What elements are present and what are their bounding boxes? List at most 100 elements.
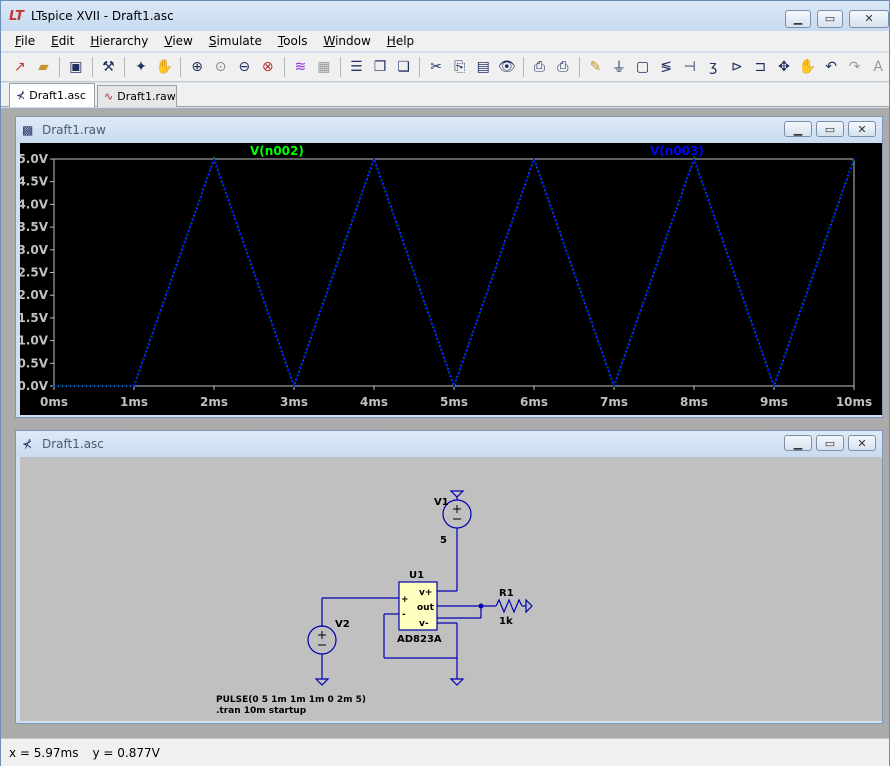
pan-icon[interactable]: ⊙ [214,59,227,75]
schematic-svg[interactable]: V1 5 V2 U1 AD823A v+ out v- + - R1 1k PU… [20,457,882,721]
minimize-button[interactable]: ▁ [785,10,811,28]
maximize-button[interactable]: ▭ [816,435,844,451]
x-tick-label: 4ms [360,395,388,409]
tran-directive[interactable]: .tran 10m startup [216,706,307,716]
source-polarity [318,505,461,646]
toolbar-separator [419,57,421,77]
maximize-button[interactable]: ▭ [817,10,843,28]
paste-icon[interactable]: ▤ [476,59,490,75]
run-icon[interactable]: ✦ [135,59,147,75]
minimize-button[interactable]: ▁ [784,121,812,137]
ground-symbol-v2[interactable] [314,678,330,686]
ltspice-logo-icon: LT [9,9,24,24]
cursor-y-readout: y = 0.877V [92,745,160,760]
tile-vertical-icon[interactable]: ❏ [397,59,410,75]
menu-simulate[interactable]: Simulate [201,34,270,48]
ground-icon[interactable]: ⏚ [612,60,627,76]
u1-part: AD823A [397,634,442,645]
menu-help[interactable]: Help [379,34,422,48]
resistor-icon[interactable]: ≶ [660,59,672,75]
window-title: LTspice XVII - Draft1.asc [31,9,174,23]
series-line-vn003[interactable] [54,157,855,388]
x-tick-label: 7ms [600,395,628,409]
menu-accelerator: F [15,34,22,48]
pulse-directive[interactable]: PULSE(0 5 1m 1m 1m 0 2m 5) [216,695,366,705]
move-icon[interactable]: ✥ [778,59,790,75]
ground-symbol-v1[interactable] [449,490,465,498]
data-point [293,385,295,387]
y-tick-label: 0.0V [20,379,49,393]
tab-draft1-asc[interactable]: ⊀ Draft1.asc [9,83,95,107]
draw-wire-icon[interactable]: ✎ [589,59,602,75]
menu-label-rest: ierarchy [99,34,149,48]
legend-vn002[interactable]: V(n002) [250,144,304,158]
waveform-plot-svg[interactable]: 0.0V0.5V1.0V1.5V2.0V2.5V3.0V3.5V4.0V4.5V… [17,143,882,415]
menu-tools[interactable]: Tools [270,34,316,48]
inductor-icon[interactable]: ʒ [709,59,718,75]
y-tick-label: 4.0V [20,197,49,211]
label-net-icon[interactable]: ▢ [635,59,650,75]
capacitor-icon[interactable]: ⊣ [683,59,696,75]
opamp-u1[interactable] [398,581,438,631]
zoom-out-icon[interactable]: ⊖ [238,59,251,75]
print-setup-icon[interactable]: ⎙ [533,59,545,75]
halt-icon[interactable]: ✋ [155,59,174,75]
drag-icon[interactable]: ✋ [798,59,817,75]
menu-hierarchy[interactable]: Hierarchy [82,34,156,48]
x-tick-label: 3ms [280,395,308,409]
toolbar: ↗ ▰ ▣ ⚒ ✦ ✋ ⊕ ⊙ ⊖ ⊗ ≋ ▦ ☰ ❐ ❏ ✂ ⎘ ▤ 👁 ⎙ … [1,52,889,82]
close-icon: ✕ [857,123,867,136]
print-icon[interactable]: ⎙ [557,59,569,75]
y-tick-label: 1.0V [20,334,49,348]
diode-icon[interactable]: ⊳ [730,59,743,75]
zoom-in-icon[interactable]: ⊕ [191,59,203,75]
maximize-button[interactable]: ▭ [816,121,844,137]
ground-symbol-r1[interactable] [525,598,533,614]
cascade-icon[interactable]: ❐ [373,59,387,75]
menu-window[interactable]: Window [315,34,378,48]
close-button[interactable]: ✕ [848,435,876,451]
legend-vn003[interactable]: V(n003) [650,144,704,158]
y-tick-label: 1.5V [20,311,49,325]
control-panel-icon[interactable]: ⚒ [102,59,115,75]
menu-accelerator: H [90,34,100,48]
toolbar-separator [339,57,341,77]
x-tick-label: 1ms [120,395,148,409]
schematic-icon: ⊀ [16,89,26,102]
toolbar-separator [578,57,580,77]
cut-icon[interactable]: ✂ [430,59,442,75]
tab-draft1-raw[interactable]: ∿ Draft1.raw [97,85,177,107]
component-icon[interactable]: ⊐ [754,59,767,75]
text-icon[interactable]: A [873,59,883,75]
menu-edit[interactable]: Edit [43,34,82,48]
voltage-source-v2[interactable] [307,625,337,655]
close-button[interactable]: ✕ [849,10,889,28]
menu-view[interactable]: View [156,34,200,48]
undo-icon[interactable]: ↶ [825,59,837,75]
resistor-r1[interactable] [495,598,523,614]
close-button[interactable]: ✕ [848,121,876,137]
autorange-icon[interactable]: ≋ [294,59,307,75]
schematic-window-title-bar: ⊀ Draft1.asc ▁ ▭ ✕ [16,431,882,457]
pin-minus: - [402,610,406,620]
schematic-window-title: Draft1.asc [42,437,104,451]
menu-accelerator: E [51,34,59,48]
find-icon[interactable]: 👁 [497,59,516,75]
new-schematic-icon[interactable]: ↗ [13,59,26,75]
menu-file[interactable]: File [7,34,43,48]
tab-label: Draft1.raw [117,90,176,103]
save-icon[interactable]: ▣ [69,59,83,75]
zoom-cancel-icon[interactable]: ⊗ [261,59,274,75]
schematic-canvas[interactable]: V1 5 V2 U1 AD823A v+ out v- + - R1 1k PU… [20,457,882,721]
open-icon[interactable]: ▰ [37,59,49,75]
tile-horizontal-icon[interactable]: ☰ [350,59,363,75]
fft-icon[interactable]: ▦ [317,59,331,75]
schematic-window-controls: ▁ ▭ ✕ [784,435,876,451]
copy-icon[interactable]: ⎘ [454,59,466,75]
minimize-icon: ▁ [793,437,803,450]
minimize-button[interactable]: ▁ [784,435,812,451]
redo-icon[interactable]: ↷ [848,59,861,75]
ground-symbol-u1[interactable] [449,678,465,686]
r1-label: R1 [499,588,514,599]
